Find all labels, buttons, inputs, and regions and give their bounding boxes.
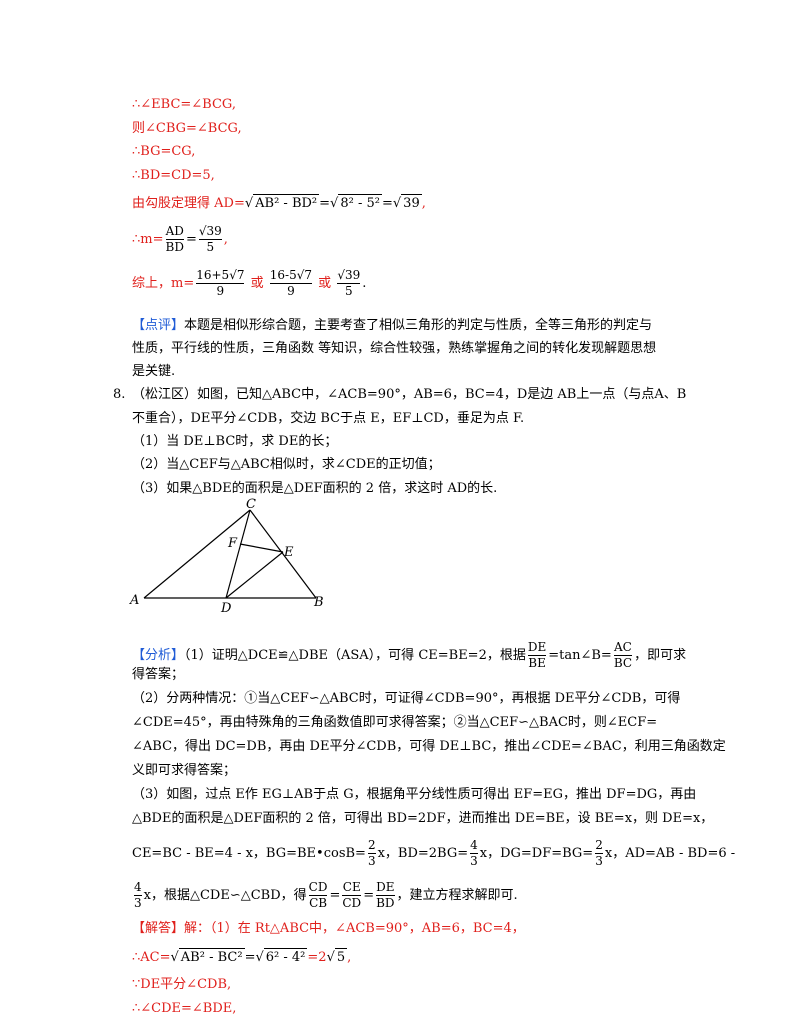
analysis-text: ，即可求 bbox=[634, 648, 687, 663]
sqrt-ab-bd: AB² - BD² bbox=[253, 194, 320, 211]
equals-sign: = bbox=[381, 196, 393, 211]
comment-text: 本题是相似形综合题，主要考查了相似三角形的判定与性质，全等三角形的判定与 bbox=[184, 318, 653, 333]
pythagoras-prefix: 由勾股定理得 AD= bbox=[132, 196, 245, 211]
answer-tag: 【解答】 bbox=[132, 921, 185, 936]
answer-line-1: 【解答】解：（1）在 Rt△ABC中，∠ACB=90°，AB=6，BC=4， bbox=[132, 920, 525, 938]
label-d: D bbox=[220, 601, 232, 613]
comma: , bbox=[347, 950, 352, 965]
analysis-text: CE=BC - BE=4 - x，BG=BE•cosB= bbox=[132, 846, 366, 861]
comment-line-3: 是关键. bbox=[132, 364, 176, 379]
answer-line-2: ∴AC=√AB² - BC²=√6² - 4²=2√5, bbox=[132, 948, 352, 965]
sqrt-8-5: 8² - 5² bbox=[338, 194, 382, 211]
segment-cb bbox=[249, 509, 317, 599]
problem-question-2: （2）当△CEF与△ABC相似时，求∠CDE的正切值； bbox=[132, 457, 441, 472]
analysis-text: ，建立方程求解即可. bbox=[396, 888, 518, 903]
sqrt-39: 39 bbox=[401, 194, 422, 211]
comma: , bbox=[223, 232, 228, 247]
analysis-line-8: △BDE的面积是△DEF面积的 2 倍，可得出 BD=2DF，进而推出 DE=B… bbox=[132, 811, 714, 826]
analysis-line-7: （3）如图，过点 E作 EG⊥AB于点 G，根据角平分线性质可得出 EF=EG，… bbox=[132, 787, 697, 802]
analysis-text: x，根据△CDE∽△CBD，得 bbox=[143, 888, 307, 903]
comment-line-2: 性质，平行线的性质，三角函数 等知识，综合性较强，熟练掌握角之间的转化发现解题思… bbox=[132, 341, 657, 356]
or-word: 或 bbox=[318, 276, 332, 291]
segment-ac bbox=[143, 509, 251, 599]
sqrt-5: 5 bbox=[334, 948, 348, 965]
comma: , bbox=[421, 196, 426, 211]
label-e: E bbox=[283, 545, 294, 560]
analysis-line-4: ∠CDE=45°，再由特殊角的三角函数值即可求得答案；②当△CEF∽△BAC时，… bbox=[132, 715, 658, 730]
analysis-text: =tan∠B= bbox=[548, 648, 612, 663]
pythagoras-line: 由勾股定理得 AD=√AB² - BD²=√8² - 5²=√39, bbox=[132, 194, 426, 211]
solution-line-1: ∴∠EBC=∠BCG, bbox=[132, 97, 236, 112]
segment-de bbox=[225, 551, 284, 599]
equals-sign: = bbox=[363, 888, 375, 903]
equals-two: =2 bbox=[307, 950, 327, 965]
period: . bbox=[362, 276, 367, 291]
analysis-text: x，BD=2BG= bbox=[377, 846, 469, 861]
analysis-line-2: 得答案； bbox=[132, 667, 185, 682]
label-f: F bbox=[227, 536, 238, 551]
equals-sign: = bbox=[329, 888, 341, 903]
problem-question-1: （1）当 DE⊥BC时，求 DE的长； bbox=[132, 434, 338, 449]
answer-text: ∴AC= bbox=[132, 950, 171, 965]
problem-line-1: （松江区）如图，已知△ABC中，∠ACB=90°，AB=6，BC=4，D是边 A… bbox=[132, 387, 687, 402]
analysis-tag: 【分析】 bbox=[132, 648, 185, 663]
label-a: A bbox=[129, 593, 139, 608]
solution-line-2: 则∠CBG=∠BCG, bbox=[132, 121, 242, 136]
analysis-line-5: ∠ABC，得出 DC=DB，再由 DE平分∠CDB，可得 DE⊥BC，推出∠CD… bbox=[132, 739, 726, 754]
label-c: C bbox=[246, 498, 256, 512]
triangle-figure: C F E A D B bbox=[128, 497, 338, 617]
analysis-text: x，AD=AB - BD=6 - bbox=[604, 846, 736, 861]
analysis-line-3: （2）分两种情况：①当△CEF∽△ABC时，可证得∠CDB=90°，再根据 DE… bbox=[132, 691, 681, 706]
label-b: B bbox=[313, 595, 324, 610]
or-word: 或 bbox=[250, 276, 264, 291]
answer-text: 解：（1）在 Rt△ABC中，∠ACB=90°，AB=6，BC=4， bbox=[184, 921, 525, 936]
answer-line-4: ∴∠CDE=∠BDE, bbox=[132, 1001, 237, 1016]
comment-line-1: 【点评】本题是相似形综合题，主要考查了相似三角形的判定与性质，全等三角形的判定与 bbox=[132, 317, 652, 335]
solution-line-4: ∴BD=CD=5, bbox=[132, 168, 215, 183]
sqrt-6-4: 6² - 4² bbox=[263, 948, 308, 965]
equals-sign: = bbox=[185, 232, 197, 247]
analysis-text: x，DG=DF=BG= bbox=[479, 846, 594, 861]
segment-cd bbox=[225, 509, 251, 599]
sqrt-ab-bc: AB² - BC² bbox=[178, 948, 245, 965]
equals-sign: = bbox=[319, 196, 331, 211]
m-prefix: ∴m= bbox=[132, 232, 164, 247]
comment-tag: 【点评】 bbox=[132, 318, 185, 333]
problem-line-2: 不重合），DE平分∠CDB，交边 BC于点 E，EF⊥CD，垂足为点 F. bbox=[132, 411, 525, 426]
problem-number: 8. bbox=[113, 387, 126, 402]
analysis-line-6: 义即可求得答案； bbox=[132, 763, 237, 778]
segment-fe bbox=[239, 543, 284, 553]
solution-line-3: ∴BG=CG, bbox=[132, 144, 196, 159]
answer-line-3: ∵DE平分∠CDB, bbox=[132, 977, 232, 992]
equals-sign: = bbox=[244, 950, 256, 965]
summary-prefix: 综上，m= bbox=[132, 276, 195, 291]
problem-question-3: （3）如果△BDE的面积是△DEF面积的 2 倍，求这时 AD的长. bbox=[132, 481, 498, 496]
analysis-text: （1）证明△DCE≌△DBE（ASA），可得 CE=BE=2，根据 bbox=[184, 648, 526, 663]
